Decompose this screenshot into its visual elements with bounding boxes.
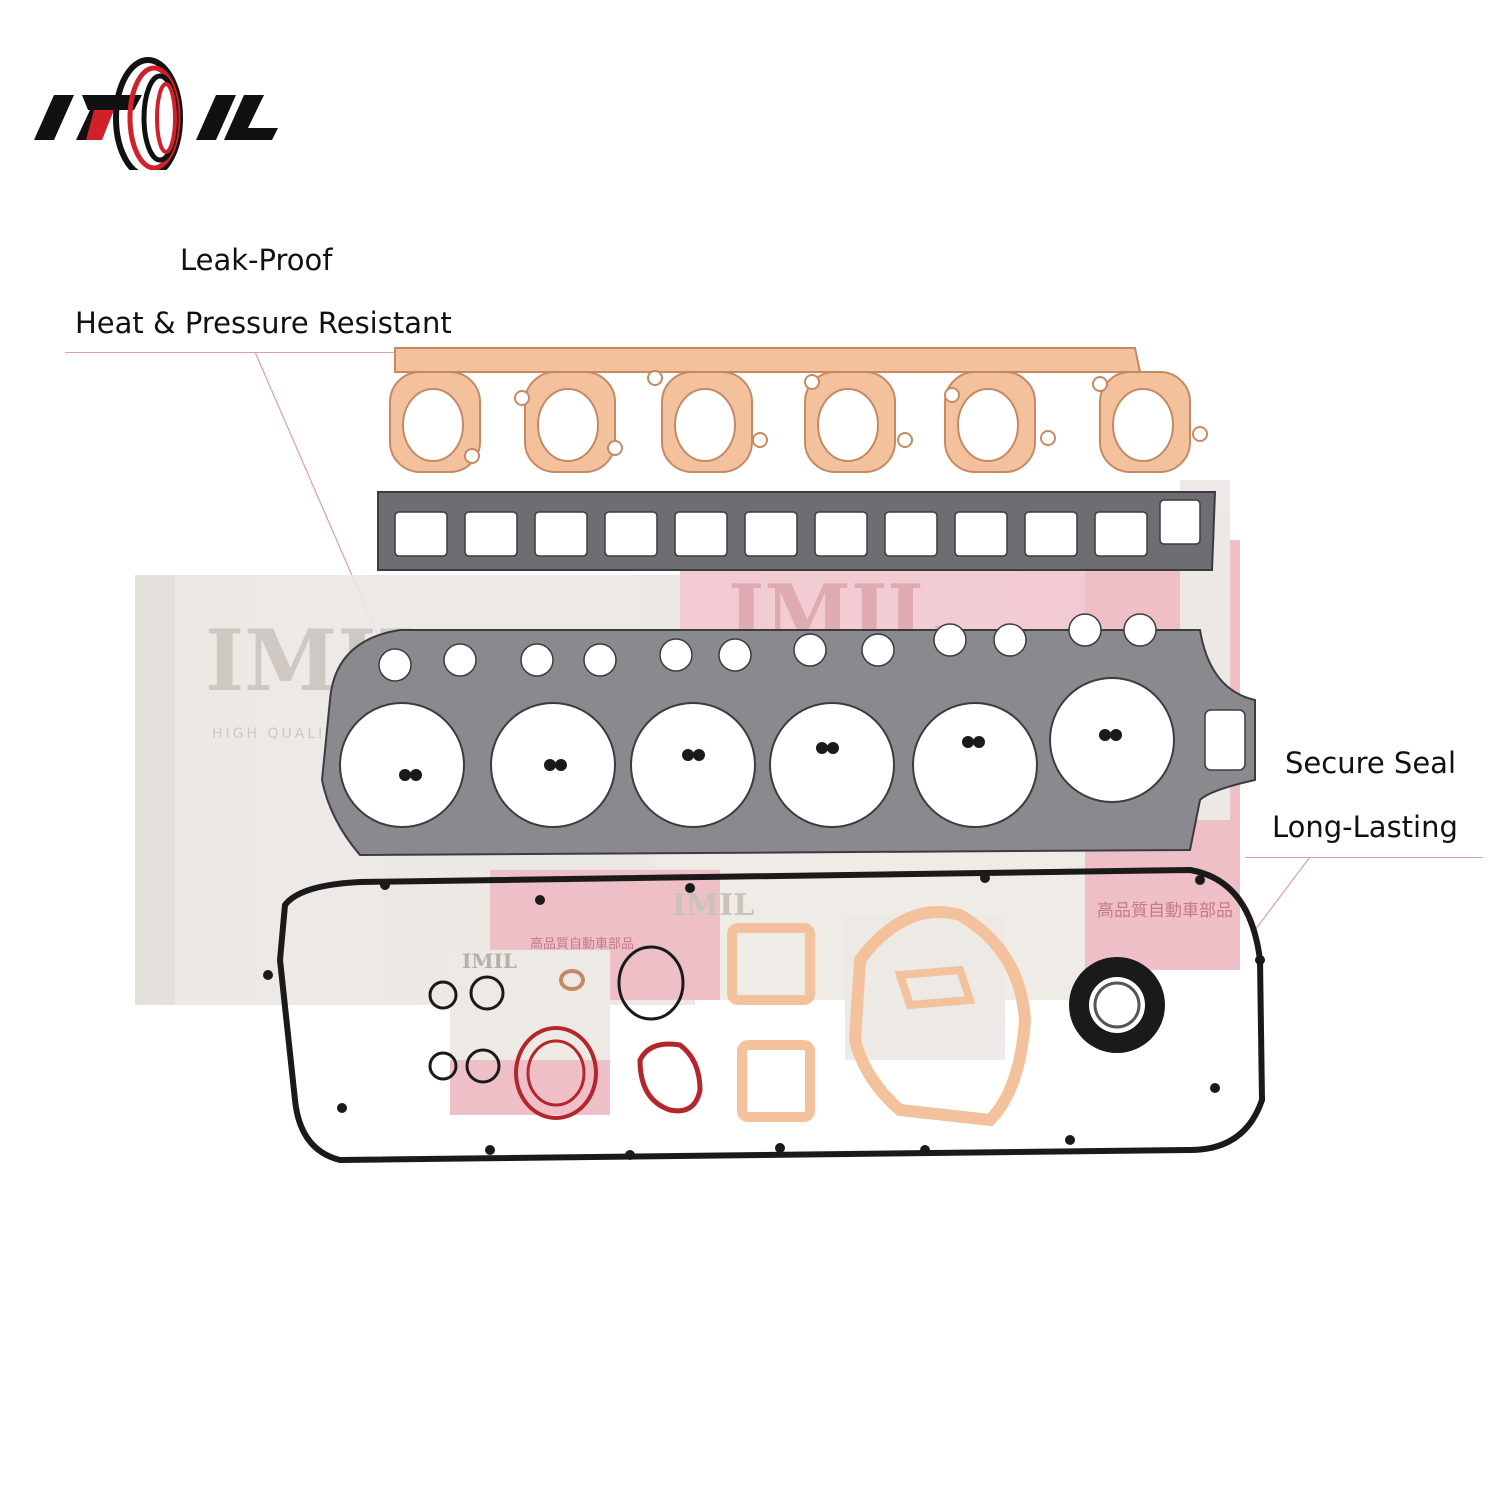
- copper-washer: [559, 969, 585, 991]
- valve-cover-gasket: [263, 866, 1266, 1164]
- box-brand-mark-7: IMIL: [462, 949, 517, 973]
- water-pump-gasket: [848, 906, 1032, 1127]
- red-flange-gasket: [637, 1041, 703, 1114]
- callout-leak-proof: Leak-Proof: [180, 243, 333, 277]
- callout-right-underline: [1245, 857, 1483, 858]
- box-brand-mark-6: IMIL: [672, 888, 754, 923]
- cylinder-head-gasket: [320, 613, 1256, 857]
- callout-heat-pressure-resistant: Heat & Pressure Resistant: [75, 306, 452, 340]
- oil-seal: [1069, 957, 1165, 1053]
- intake-manifold-gasket: [377, 491, 1217, 571]
- box-japanese-label-2: 高品質自動車部品: [530, 936, 634, 952]
- logo-letter-l: [224, 95, 278, 140]
- o-rings-set: [428, 945, 685, 1084]
- box-japanese-label: 高品質自動車部品: [1097, 901, 1233, 921]
- logo-wheel-icon: [113, 57, 183, 170]
- callout-secure-seal: Secure Seal: [1285, 746, 1456, 780]
- exhaust-manifold-gasket: [389, 347, 1208, 473]
- callout-long-lasting: Long-Lasting: [1272, 810, 1458, 844]
- logo-letter-m: [76, 95, 142, 140]
- brand-logo: [34, 57, 278, 170]
- logo-letter-i2: [196, 95, 236, 140]
- thermostat-gasket: [727, 923, 815, 1122]
- red-crankshaft-seal: [514, 1026, 598, 1120]
- logo-letter-i: [34, 95, 74, 140]
